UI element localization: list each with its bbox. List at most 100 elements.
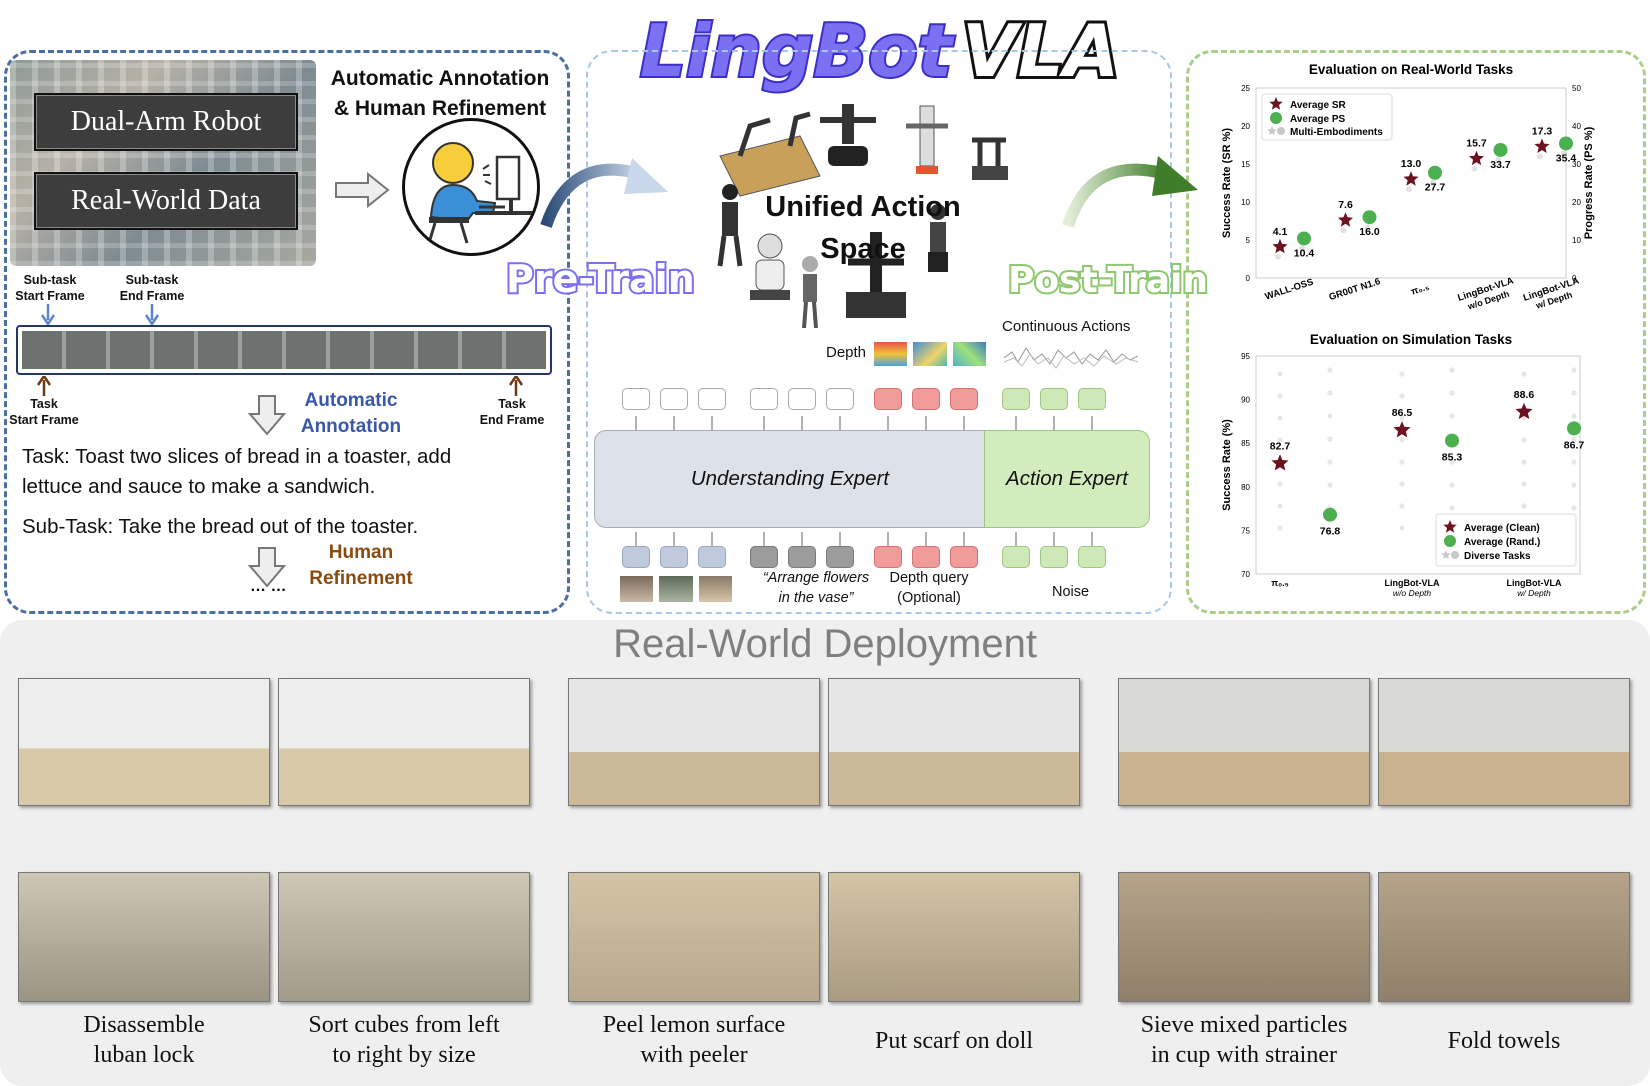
task-caption-line2: luban lock — [93, 1042, 195, 1068]
depth-map-thumb — [913, 342, 947, 366]
task-caption-line1: Peel lemon surface — [602, 1012, 786, 1038]
subtask-end-line2: End Frame — [119, 289, 185, 303]
depth-maps — [874, 342, 986, 366]
x-category-label: LingBot-VLA — [1385, 578, 1440, 588]
deployment-photo-wrist — [1378, 872, 1630, 1002]
human-ref-line2: Refinement — [309, 568, 413, 589]
task-caption-line1: Sieve mixed particles — [1140, 1012, 1348, 1038]
y2-tick-label: 10 — [1572, 236, 1581, 245]
human-refinement-label: Human Refinement — [296, 540, 426, 592]
ellipsis: … … — [250, 578, 287, 595]
wheeled-robot-icon — [972, 137, 1008, 180]
camera-thumb — [698, 576, 732, 602]
video-frames — [22, 331, 546, 369]
posttrain-label: Post-Train — [1006, 258, 1210, 303]
y2-axis-label: Progress Rate (PS %) — [1583, 126, 1595, 239]
y-tick-label: 75 — [1241, 526, 1250, 535]
task-caption-line1: Sort cubes from left — [308, 1012, 500, 1038]
depth-query-token — [950, 546, 978, 568]
y2-tick-label: 40 — [1572, 122, 1581, 131]
diverse-task-point — [1571, 390, 1577, 396]
diverse-task-point — [1449, 459, 1455, 465]
diverse-task-point — [1327, 459, 1333, 465]
task-caption: Fold towels — [1368, 1026, 1640, 1056]
instruction-line2: in the vase” — [778, 590, 854, 606]
arrow-down-icon — [248, 547, 286, 588]
diverse-task-point — [1277, 525, 1283, 531]
action-output-token — [1078, 388, 1106, 410]
rand-value-label: 86.7 — [1564, 439, 1585, 451]
depth-output-token — [874, 388, 902, 410]
y2-tick-label: 0 — [1572, 274, 1577, 283]
diverse-task-point — [1399, 437, 1405, 443]
task-caption-line2: with peeler — [640, 1042, 748, 1068]
ps-dot-marker — [1559, 136, 1573, 151]
multi-embodiment-point — [1537, 153, 1543, 160]
deployment-photo-front — [278, 678, 530, 806]
legend-clean-star-icon — [1443, 520, 1457, 533]
diverse-task-point — [1521, 371, 1527, 377]
text-token — [788, 546, 816, 568]
diverse-task-point — [1571, 436, 1577, 442]
evaluation-charts: Evaluation on Real-World Tasks0510152025… — [1221, 62, 1595, 598]
clean-value-label: 86.5 — [1392, 407, 1413, 419]
sr-star-marker — [1534, 138, 1550, 153]
multi-embodiment-point — [1340, 227, 1347, 234]
bipedal-robot-icon — [802, 256, 818, 329]
legend-multi-dot-icon — [1277, 127, 1285, 135]
noise-token — [1040, 546, 1068, 568]
task-caption: Peel lemon surface with peeler — [558, 1010, 830, 1070]
output-token — [788, 388, 816, 410]
diverse-task-point — [1521, 481, 1527, 487]
legend-rand-dot-icon — [1444, 535, 1456, 547]
deployment-photo-wrist — [278, 872, 530, 1002]
deployment-photo-front — [1118, 678, 1370, 806]
diverse-task-point — [1399, 415, 1405, 421]
y-tick-label: 10 — [1241, 198, 1250, 207]
y2-tick-label: 20 — [1572, 198, 1581, 207]
legend-box — [1261, 93, 1393, 141]
subtask-end-frame-label: Sub-task End Frame — [110, 272, 194, 304]
diverse-task-point — [1399, 393, 1405, 399]
diverse-task-point — [1277, 437, 1283, 443]
diverse-task-point — [1327, 390, 1333, 396]
task-caption-line2: in cup with strainer — [1151, 1042, 1337, 1068]
diverse-task-point — [1327, 413, 1333, 419]
depth-query-token — [912, 546, 940, 568]
diverse-task-point — [1399, 371, 1405, 377]
legend-label: Average (Clean) — [1464, 523, 1540, 534]
automatic-annotation-label: Automatic Annotation — [286, 388, 416, 440]
language-instruction-label: “Arrange flowers in the vase” — [746, 568, 886, 608]
y-tick-label: 85 — [1241, 439, 1250, 448]
clean-star-marker — [1393, 421, 1411, 438]
task-caption-line1: Fold towels — [1447, 1028, 1561, 1054]
task-start-frame-label: Task Start Frame — [6, 396, 82, 428]
output-token — [698, 388, 726, 410]
depth-label: Depth — [826, 344, 867, 361]
annotation-heading-line1: Automatic Annotation — [330, 67, 550, 90]
camera-thumb — [659, 576, 693, 602]
clean-star-marker — [1271, 454, 1289, 471]
diverse-task-point — [1327, 367, 1333, 373]
diverse-task-point — [1277, 503, 1283, 509]
sr-star-marker — [1337, 212, 1354, 227]
arrow-up-icon — [36, 376, 52, 396]
y-tick-label: 25 — [1241, 84, 1250, 93]
input-arrows — [635, 532, 1093, 548]
ps-value-label: 35.4 — [1556, 152, 1577, 164]
diverse-task-point — [1327, 482, 1333, 488]
ps-dot-marker — [1493, 142, 1508, 157]
sr-value-label: 15.7 — [1466, 138, 1487, 150]
output-token — [750, 388, 778, 410]
pretrain-text: Pre-Train — [506, 257, 695, 301]
arrow-down-icon — [144, 304, 160, 326]
chart-title: Evaluation on Simulation Tasks — [1310, 332, 1512, 347]
diverse-task-point — [1571, 459, 1577, 465]
x-category-label: π₀.₅ — [1271, 578, 1289, 588]
multi-embodiment-point — [1406, 186, 1412, 193]
understanding-expert-block: Understanding Expert — [594, 430, 986, 528]
dual-arm-robot-box: Dual-Arm Robot — [34, 93, 298, 151]
noise-token — [1002, 546, 1030, 568]
deployment-photo-wrist — [568, 872, 820, 1002]
